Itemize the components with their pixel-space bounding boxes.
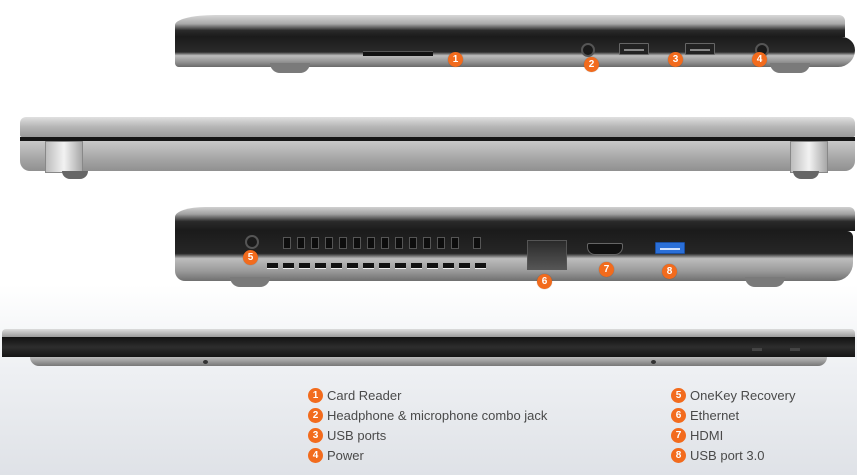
vent	[297, 237, 305, 249]
laptop-lid	[20, 117, 855, 137]
laptop-base	[30, 357, 827, 366]
vent	[411, 263, 422, 269]
callout-badge-8: 8	[662, 264, 677, 279]
number-badge: 8	[671, 447, 686, 463]
laptop-front-view	[0, 325, 857, 370]
vent	[283, 237, 291, 249]
legend-item: 8 USB port 3.0	[671, 445, 796, 465]
onekey-recovery-button	[245, 235, 259, 249]
vent	[459, 263, 470, 269]
legend-label: Card Reader	[327, 387, 402, 403]
vent	[381, 237, 389, 249]
front-edge	[2, 337, 855, 357]
callout-badge-7: 7	[599, 262, 614, 277]
vent	[427, 263, 438, 269]
callout-badge-5: 5	[243, 250, 258, 265]
usb-port	[619, 43, 649, 55]
legend-item: 1 Card Reader	[308, 385, 547, 405]
number-badge: 5	[671, 387, 686, 403]
laptop-lid	[2, 329, 855, 337]
usb3-port	[655, 242, 685, 254]
vent	[325, 237, 333, 249]
vent	[395, 263, 406, 269]
laptop-foot	[62, 171, 88, 179]
laptop-right-side-view: 1 2 3 4	[175, 5, 857, 75]
vent	[379, 263, 390, 269]
legend-item: 6 Ethernet	[671, 405, 796, 425]
callout-badge-4: 4	[752, 52, 767, 67]
legend-right: 5 OneKey Recovery 6 Ethernet 7 HDMI 8 US…	[671, 385, 796, 465]
foot-dot	[203, 360, 208, 364]
laptop-lid	[175, 15, 845, 37]
vent	[267, 263, 278, 269]
vent	[315, 263, 326, 269]
number-badge: 6	[671, 407, 686, 423]
legend-item: 5 OneKey Recovery	[671, 385, 796, 405]
vent	[475, 263, 486, 269]
vent	[409, 237, 417, 249]
callout-badge-1: 1	[448, 52, 463, 67]
headphone-jack	[581, 43, 595, 57]
legend-item: 4 Power	[308, 445, 547, 465]
vent	[331, 263, 342, 269]
number-badge: 3	[308, 427, 323, 443]
laptop-foot	[770, 63, 810, 73]
vent	[443, 263, 454, 269]
legend-label: OneKey Recovery	[690, 387, 796, 403]
vent	[311, 237, 319, 249]
callout-badge-6: 6	[537, 274, 552, 289]
legend-label: Headphone & microphone combo jack	[327, 407, 548, 423]
number-badge: 1	[308, 387, 323, 403]
laptop-foot	[745, 277, 785, 287]
number-badge: 2	[308, 407, 323, 423]
legend-item: 3 USB ports	[308, 425, 547, 445]
number-badge: 7	[671, 427, 686, 443]
vent	[339, 237, 347, 249]
laptop-foot	[230, 277, 270, 287]
laptop-base	[20, 141, 855, 171]
status-led	[790, 348, 800, 351]
vent	[423, 237, 431, 249]
vent	[451, 237, 459, 249]
laptop-base	[175, 37, 855, 67]
status-led	[752, 348, 762, 351]
legend-label: HDMI	[690, 427, 724, 443]
callout-badge-2: 2	[584, 57, 599, 72]
vent	[299, 263, 310, 269]
laptop-base	[175, 231, 853, 281]
legend-item: 2 Headphone & microphone combo jack	[308, 405, 547, 425]
vent	[367, 237, 375, 249]
laptop-foot	[270, 63, 310, 73]
vent	[347, 263, 358, 269]
usb-port	[685, 43, 715, 55]
card-reader-slot	[363, 51, 433, 56]
laptop-lid	[175, 207, 855, 231]
laptop-left-side-view: 5 6 7 8	[175, 205, 857, 290]
vent	[363, 263, 374, 269]
foot-dot	[651, 360, 656, 364]
vent	[283, 263, 294, 269]
legend-label: Ethernet	[690, 407, 740, 423]
hinge-right	[790, 141, 828, 173]
lid-gap	[20, 137, 855, 141]
legend-label: USB port 3.0	[690, 447, 765, 463]
legend-left: 1 Card Reader 2 Headphone & microphone c…	[308, 385, 547, 465]
legend-item: 7 HDMI	[671, 425, 796, 445]
hdmi-port	[587, 243, 623, 255]
laptop-foot	[793, 171, 819, 179]
callout-badge-3: 3	[668, 52, 683, 67]
legend-label: USB ports	[327, 427, 387, 443]
hinge-left	[45, 141, 83, 173]
vent	[437, 237, 445, 249]
number-badge: 4	[308, 447, 323, 463]
laptop-back-view	[15, 115, 857, 180]
vent	[473, 237, 481, 249]
legend-label: Power	[327, 447, 364, 463]
vent	[395, 237, 403, 249]
vent	[353, 237, 361, 249]
ethernet-port	[527, 240, 567, 270]
